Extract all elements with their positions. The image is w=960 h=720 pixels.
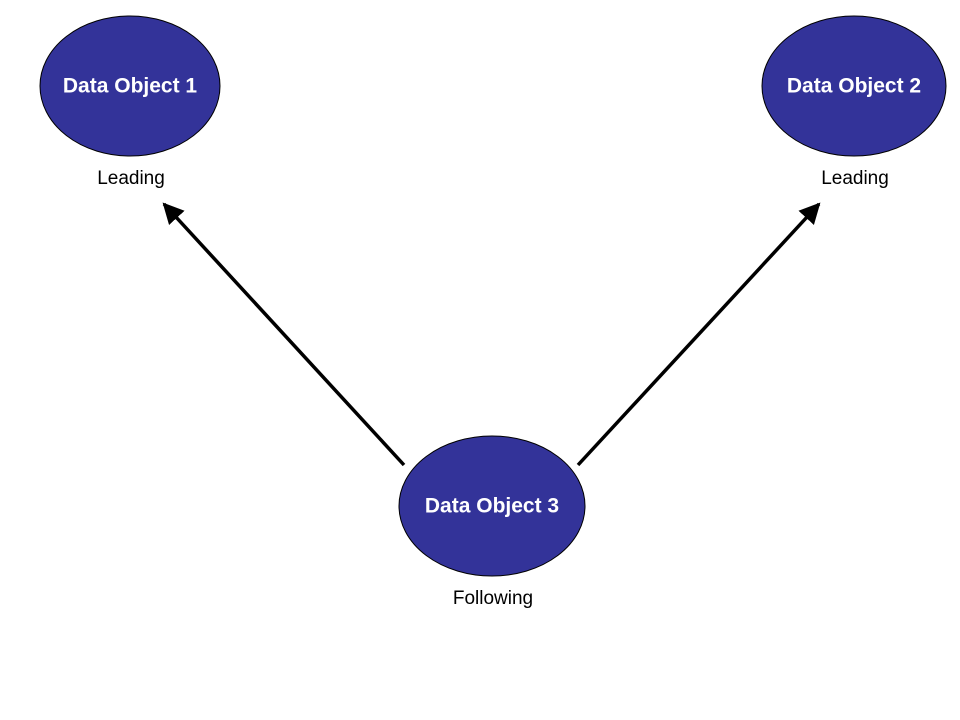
node-label: Data Object 2 xyxy=(787,75,921,98)
arrow-node3-to-node2 xyxy=(576,202,821,467)
node-role-label: Leading xyxy=(821,168,889,189)
arrow-node3-to-node1 xyxy=(162,202,406,467)
node-ellipse xyxy=(39,15,221,157)
node-label: Data Object 3 xyxy=(425,495,559,518)
node-ellipse xyxy=(761,15,947,157)
node-label: Data Object 1 xyxy=(63,75,198,98)
data-object-3-node[interactable]: Data Object 3 xyxy=(398,435,586,577)
node-role-label: Leading xyxy=(97,168,165,189)
data-object-1-node[interactable]: Data Object 1 xyxy=(39,15,221,157)
node-ellipse xyxy=(398,435,586,577)
node-role-label: Following xyxy=(453,588,533,609)
data-object-2-node[interactable]: Data Object 2 xyxy=(761,15,947,157)
